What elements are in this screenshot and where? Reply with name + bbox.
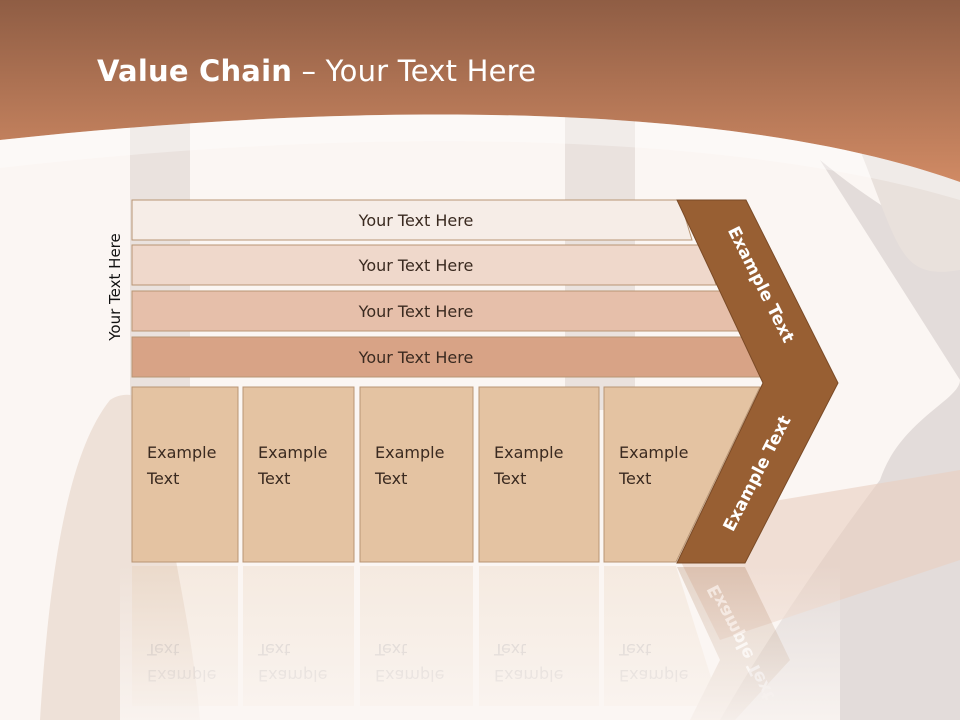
bar-shape <box>131 244 717 286</box>
box-shape <box>603 386 761 563</box>
bar-shape <box>131 199 693 241</box>
bar-1: Your Text Here <box>131 199 693 241</box>
box-label-line2: Text <box>493 469 526 488</box>
bar-label: Your Text Here <box>358 211 474 230</box>
box-label-line1: Example <box>494 443 563 462</box>
bar-3: Your Text Here <box>131 290 741 332</box>
bar-label: Your Text Here <box>358 348 474 367</box>
box-shape <box>131 386 239 563</box>
bar-label: Your Text Here <box>358 302 474 321</box>
box-shape <box>242 386 355 563</box>
box-shape <box>478 386 600 563</box>
bar-4: Your Text Here <box>131 336 765 378</box>
bar-label: Your Text Here <box>358 256 474 275</box>
reflection-fade <box>120 565 840 720</box>
box-label-line2: Text <box>374 469 407 488</box>
bar-2: Your Text Here <box>131 244 717 286</box>
box-label-line1: Example <box>147 443 216 462</box>
chevron-shape <box>676 199 839 564</box>
box-label-line2: Text <box>257 469 290 488</box>
box-label-line2: Text <box>146 469 179 488</box>
box-label-line1: Example <box>258 443 327 462</box>
box-shape <box>359 386 474 563</box>
page-title: Value Chain – Your Text Here <box>97 54 537 88</box>
box-label-line1: Example <box>375 443 444 462</box>
box-label-line1: Example <box>619 443 688 462</box>
box-label-line2: Text <box>618 469 651 488</box>
